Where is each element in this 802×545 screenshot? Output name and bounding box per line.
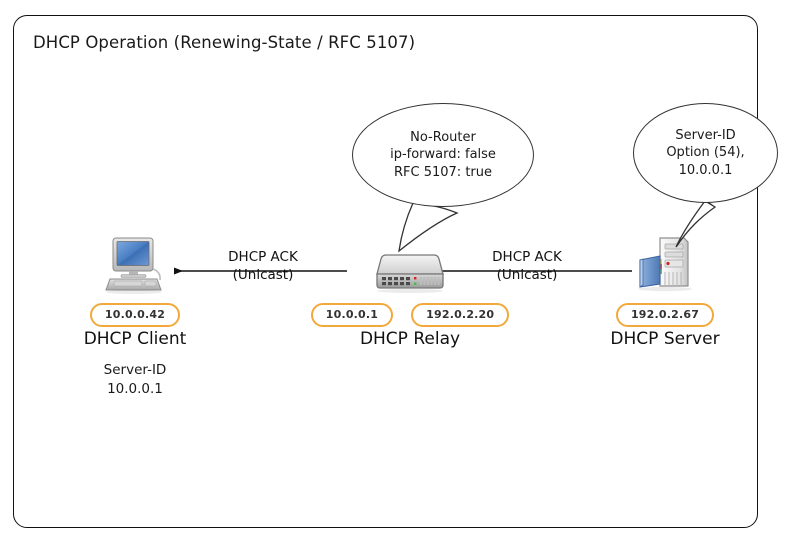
node-dhcp-client-title: DHCP Client bbox=[83, 329, 187, 349]
node-dhcp-server-icon-wrap bbox=[585, 232, 745, 294]
link-label-server-to-relay-line-1: DHCP ACK bbox=[492, 249, 562, 265]
node-dhcp-client-subtext: Server-ID 10.0.0.1 bbox=[55, 361, 215, 399]
page-title: DHCP Operation (Renewing-State / RFC 510… bbox=[33, 33, 416, 52]
link-label-relay-to-client: DHCP ACK (Unicast) bbox=[188, 248, 338, 284]
callout-relay: No-Router ip-forward: false RFC 5107: tr… bbox=[352, 103, 534, 207]
callout-relay-line-3: RFC 5107: true bbox=[394, 164, 492, 180]
client-serverid-value: 10.0.0.1 bbox=[107, 381, 163, 397]
node-dhcp-server-title: DHCP Server bbox=[610, 329, 720, 349]
link-label-relay-to-client-line-1: DHCP ACK bbox=[228, 249, 298, 265]
node-dhcp-relay[interactable]: 10.0.0.1 192.0.2.20 DHCP Relay bbox=[300, 232, 520, 349]
node-dhcp-client-icon-wrap bbox=[55, 232, 215, 294]
network-switch-icon bbox=[376, 254, 444, 293]
callout-relay-line-1: No-Router bbox=[410, 129, 476, 145]
ip-badge-relay-0: 10.0.0.1 bbox=[310, 303, 394, 327]
callout-server-line-2: Option (54), bbox=[666, 145, 745, 161]
callout-relay-line-2: ip-forward: false bbox=[390, 147, 496, 163]
link-label-server-to-relay: DHCP ACK (Unicast) bbox=[452, 248, 602, 284]
node-dhcp-server[interactable]: 192.0.2.67 DHCP Server bbox=[585, 232, 745, 349]
ip-badge-server-0: 192.0.2.67 bbox=[615, 303, 715, 327]
server-tower-icon bbox=[638, 237, 692, 292]
callout-server: Server-ID Option (54), 10.0.0.1 bbox=[633, 103, 778, 203]
node-dhcp-server-badges: 192.0.2.67 bbox=[585, 303, 745, 327]
link-label-server-to-relay-line-2: (Unicast) bbox=[496, 267, 558, 283]
node-dhcp-relay-icon-wrap bbox=[300, 232, 520, 294]
node-dhcp-relay-title: DHCP Relay bbox=[359, 329, 461, 349]
node-dhcp-relay-badges: 10.0.0.1 192.0.2.20 bbox=[300, 303, 520, 327]
node-dhcp-client[interactable]: 10.0.0.42 DHCP Client Server-ID 10.0.0.1 bbox=[55, 232, 215, 399]
server-bubble-tail bbox=[675, 200, 717, 248]
node-dhcp-client-badges: 10.0.0.42 bbox=[55, 303, 215, 327]
callout-server-line-3: 10.0.0.1 bbox=[678, 162, 733, 178]
desktop-pc-icon bbox=[105, 237, 162, 294]
callout-server-line-1: Server-ID bbox=[675, 127, 736, 143]
link-label-relay-to-client-line-2: (Unicast) bbox=[232, 267, 294, 283]
relay-bubble-tail bbox=[398, 202, 459, 253]
client-serverid-label: Server-ID bbox=[103, 362, 167, 378]
ip-badge-client-0: 10.0.0.42 bbox=[89, 303, 181, 327]
ip-badge-relay-1: 192.0.2.20 bbox=[411, 303, 510, 327]
